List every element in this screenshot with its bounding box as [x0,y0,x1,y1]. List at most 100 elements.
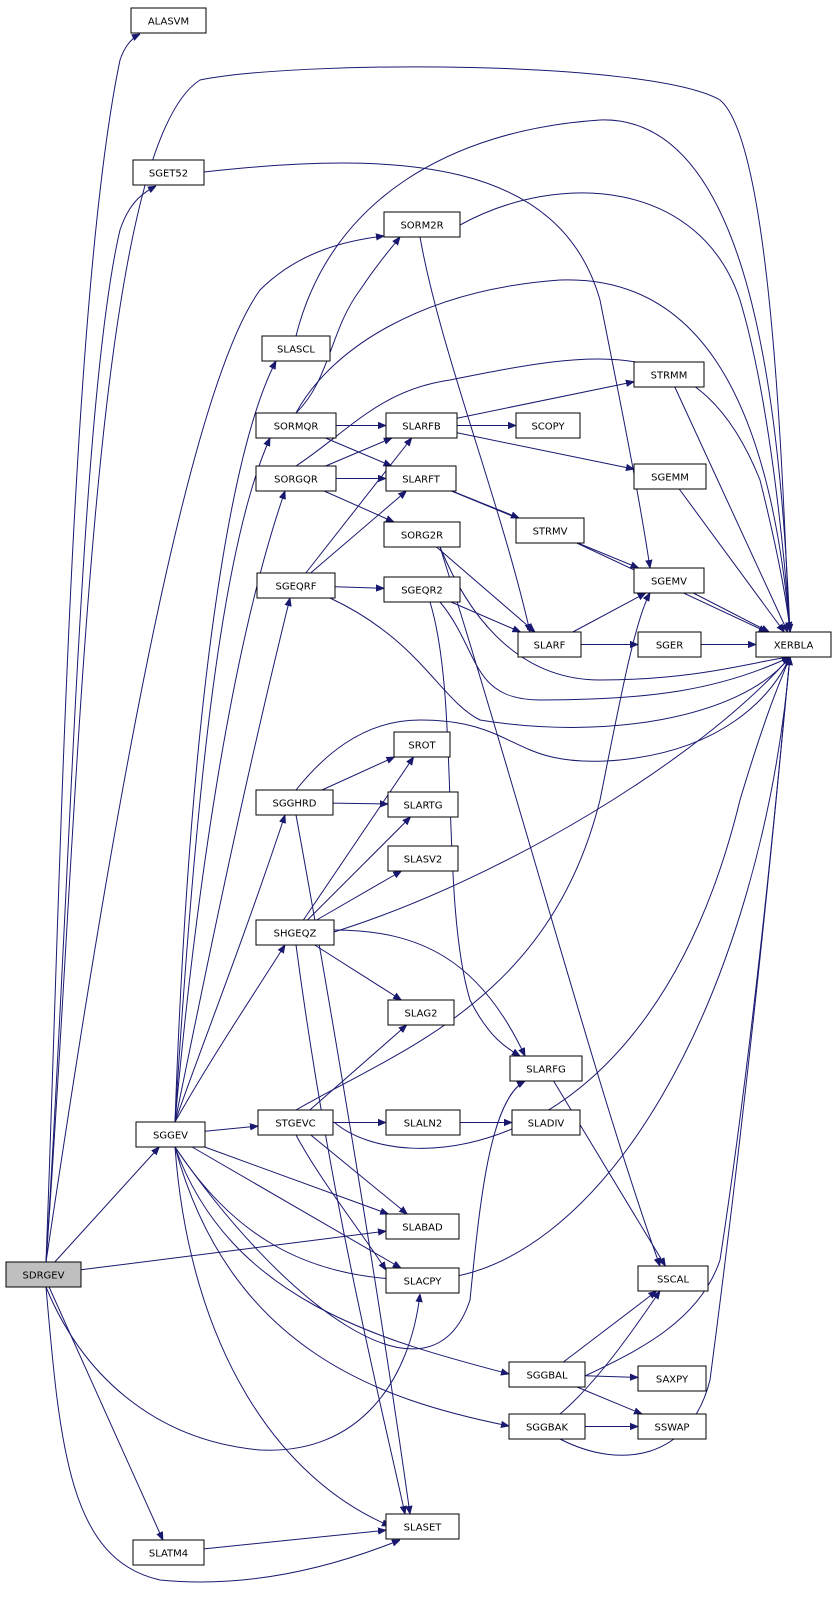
node-box-sscal [637,1265,709,1292]
edge-stgevc-to-slag2 [309,1025,407,1111]
node-sgemm[interactable]: SGEMM [633,463,707,490]
node-strmv[interactable]: STRMV [515,517,585,544]
node-sscal[interactable]: SSCAL [637,1265,709,1292]
edge-sdrgev-to-slabad [80,1231,386,1271]
edge-sgeqrf-to-slarfb [305,438,412,574]
node-slatm4[interactable]: SLATM4 [132,1539,205,1566]
node-label-scopy: SCOPY [531,422,565,433]
node-slarf[interactable]: SLARF [517,631,582,658]
edge-sggev-to-slabad [204,1146,389,1214]
node-sgeqrf[interactable]: SGEQRF [256,572,336,599]
edge-sggev-to-sormqr [174,438,271,1123]
node-label-slacpy: SLACPY [404,1277,443,1288]
node-label-sgemm: SGEMM [651,473,689,484]
edge-sggev-to-xerbla [174,657,790,1281]
node-sorg2r[interactable]: SORG2R [383,521,461,548]
node-label-sorm2r: SORM2R [400,221,443,232]
node-sgemv[interactable]: SGEMV [633,567,705,594]
node-sladiv[interactable]: SLADIV [511,1109,581,1136]
edge-sgemm-to-xerbla [678,488,784,632]
node-saxpy[interactable]: SAXPY [637,1365,707,1392]
edge-shgeqz-to-srot [302,757,413,921]
node-slasv2[interactable]: SLASV2 [387,845,459,872]
node-slabad[interactable]: SLABAD [385,1213,460,1240]
edge-sggbak-to-sscal [559,1291,660,1415]
edge-sormqr-to-sorm2r [295,237,400,414]
node-label-sgemv: SGEMV [651,577,687,588]
node-label-strmm: STRMM [651,371,688,382]
node-label-slaset: SLASET [404,1523,443,1534]
edge-sorgqr-to-slarfb [325,437,392,467]
node-box-slaln2 [385,1109,461,1136]
node-label-sggbal: SGGBAL [526,1371,568,1382]
edge-slarfb-to-sgemm [456,432,634,469]
node-slaset[interactable]: SLASET [385,1513,460,1540]
node-slarfg[interactable]: SLARFG [509,1055,583,1082]
node-sggbal[interactable]: SGGBAL [508,1361,586,1388]
node-slacpy[interactable]: SLACPY [385,1267,460,1294]
node-sormqr[interactable]: SORMQR [255,412,337,439]
edge-shgeqz-to-slaset [295,944,405,1514]
node-box-sswap [637,1413,707,1440]
node-label-sswap: SSWAP [655,1423,690,1434]
node-sgeqr2[interactable]: SGEQR2 [383,576,461,603]
node-srot[interactable]: SROT [393,731,451,758]
node-label-slarfb: SLARFB [402,422,441,433]
edge-sggbak-to-xerbla [559,657,790,1456]
node-xerbla[interactable]: XERBLA [755,631,832,658]
node-box-slarf [517,631,582,658]
node-sger[interactable]: SGER [637,631,702,658]
node-sorgqr[interactable]: SORGQR [255,465,337,492]
node-sget52[interactable]: SGET52 [132,159,205,186]
node-sggev[interactable]: SGGEV [135,1121,206,1148]
node-sswap[interactable]: SSWAP [637,1413,707,1440]
node-strmm[interactable]: STRMM [633,361,705,388]
node-slaln2[interactable]: SLALN2 [385,1109,461,1136]
node-box-slarfg [509,1055,583,1082]
node-box-slaset [385,1513,460,1540]
node-box-sdrgev [5,1261,82,1288]
edge-sdrgev-to-slatm4 [48,1286,164,1540]
node-label-slartg: SLARTG [403,801,442,812]
node-label-srot: SROT [408,741,436,752]
node-box-sgeqr2 [383,576,461,603]
node-slartg[interactable]: SLARTG [387,791,459,818]
edge-sgeqrf-to-sgeqr2 [334,587,384,589]
edge-sggev-to-sggbal [174,1146,509,1374]
node-label-sdrgev: SDRGEV [23,1271,65,1282]
node-box-stgevc [257,1109,334,1136]
edge-sorg2r-to-xerbla [439,546,790,681]
edge-stgevc-to-slabad [310,1134,407,1214]
node-sdrgev[interactable]: SDRGEV [5,1261,82,1288]
node-box-sorg2r [383,521,461,548]
edge-sorm2r-to-slarf [419,236,530,632]
node-label-sladiv: SLADIV [528,1119,565,1130]
node-label-slabad: SLABAD [402,1223,443,1234]
node-box-slasv2 [387,845,459,872]
node-sggbak[interactable]: SGGBAK [508,1413,586,1440]
node-stgevc[interactable]: STGEVC [257,1109,334,1136]
edge-sgeqr2-to-slarf [450,601,521,633]
node-scopy[interactable]: SCOPY [515,412,581,439]
node-slarft[interactable]: SLARFT [385,465,457,492]
node-shgeqz[interactable]: SHGEQZ [255,919,335,946]
node-box-slarfb [385,412,458,439]
edge-sggbal-to-saxpy [584,1376,638,1378]
node-label-slarft: SLARFT [402,475,441,486]
node-slarfb[interactable]: SLARFB [385,412,458,439]
node-label-slag2: SLAG2 [405,1009,438,1020]
node-slascl[interactable]: SLASCL [261,335,331,362]
node-slag2[interactable]: SLAG2 [387,999,455,1026]
node-sgghrd[interactable]: SGGHRD [255,789,334,816]
node-sorm2r[interactable]: SORM2R [383,211,461,238]
node-label-sger: SGER [656,641,683,652]
node-box-shgeqz [255,919,335,946]
node-alasvm[interactable]: ALASVM [130,7,207,34]
edge-sdrgev-to-sggev [54,1147,159,1263]
edge-sggev-to-slascl [174,361,276,1123]
call-edges [45,34,790,1583]
node-label-xerbla: XERBLA [774,641,814,652]
edge-sorg2r-to-sscal [439,546,660,1266]
edge-shgeqz-to-xerbla [333,657,790,933]
node-box-xerbla [755,631,832,658]
